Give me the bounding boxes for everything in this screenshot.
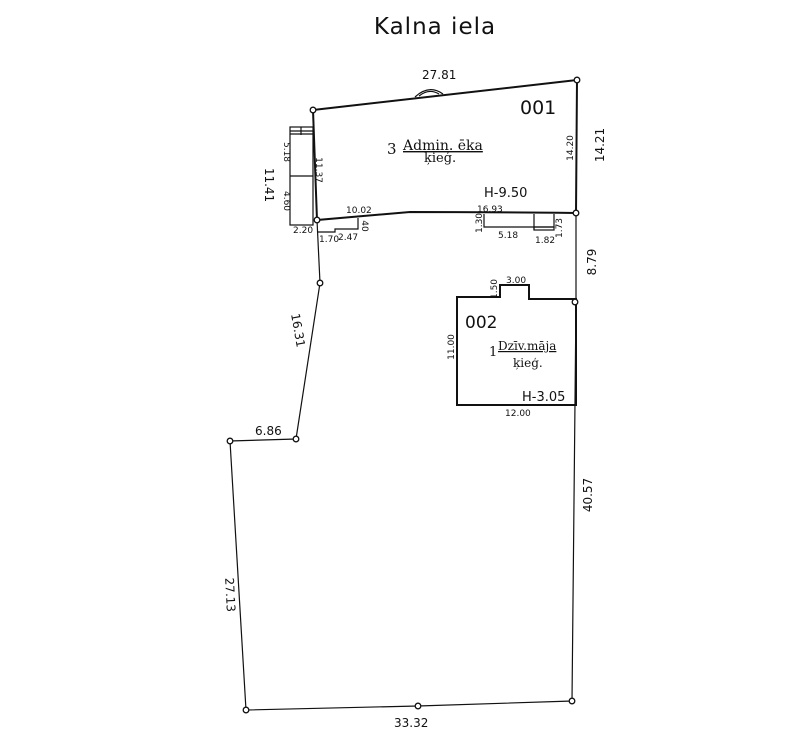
svg-text:27.13: 27.13 xyxy=(222,577,238,612)
building-001-height: H-9.50 xyxy=(484,186,527,201)
svg-text:4.60: 4.60 xyxy=(281,191,291,211)
svg-text:40: 40 xyxy=(359,220,369,232)
svg-text:14.20: 14.20 xyxy=(566,135,576,161)
svg-text:3.00: 3.00 xyxy=(506,276,526,286)
svg-text:40.57: 40.57 xyxy=(581,478,595,512)
street-name: Kalna iela xyxy=(374,14,496,40)
building-001-id: 001 xyxy=(520,97,556,119)
building-002-outline xyxy=(456,284,577,406)
svg-text:11.37: 11.37 xyxy=(313,157,323,183)
svg-text:16.31: 16.31 xyxy=(288,312,308,348)
svg-text:11.41: 11.41 xyxy=(262,168,276,202)
building-002-material: ķieģ. xyxy=(513,356,543,370)
boundary-points xyxy=(226,76,581,714)
svg-text:5.18: 5.18 xyxy=(281,142,291,162)
svg-text:8.79: 8.79 xyxy=(585,249,599,276)
svg-text:33.32: 33.32 xyxy=(394,716,428,730)
building-002-name: Dzīv.māja xyxy=(498,339,556,353)
building-002-height: H-3.05 xyxy=(522,390,565,405)
svg-text:2.47: 2.47 xyxy=(338,233,358,243)
svg-text:1.50: 1.50 xyxy=(490,279,500,299)
parcel-boundary xyxy=(229,213,577,711)
svg-text:1.30: 1.30 xyxy=(475,213,485,233)
building-001-name: Admin. ēka xyxy=(402,138,483,154)
building-002-id: 002 xyxy=(465,313,497,333)
building-001-material: ķieģ. xyxy=(424,151,456,166)
svg-text:16.93: 16.93 xyxy=(477,205,503,215)
svg-text:10.02: 10.02 xyxy=(346,206,372,216)
svg-text:11.00: 11.00 xyxy=(447,334,457,360)
dimension-labels: 27.81 14.21 14.20 11.37 5.18 4.60 11.41 … xyxy=(222,68,607,730)
svg-text:12.00: 12.00 xyxy=(505,409,531,419)
svg-text:1.70: 1.70 xyxy=(319,235,339,245)
entrance-arc xyxy=(414,89,444,98)
svg-text:27.81: 27.81 xyxy=(422,68,456,82)
svg-text:2.20: 2.20 xyxy=(293,226,313,236)
svg-text:6.86: 6.86 xyxy=(255,424,282,438)
svg-text:1.73: 1.73 xyxy=(555,218,565,238)
building-001-floors: 3 xyxy=(387,140,397,158)
svg-text:14.21: 14.21 xyxy=(593,128,607,162)
building-002-floors: 1 xyxy=(489,345,497,360)
svg-text:1.82: 1.82 xyxy=(535,236,555,246)
svg-text:5.18: 5.18 xyxy=(498,231,518,241)
